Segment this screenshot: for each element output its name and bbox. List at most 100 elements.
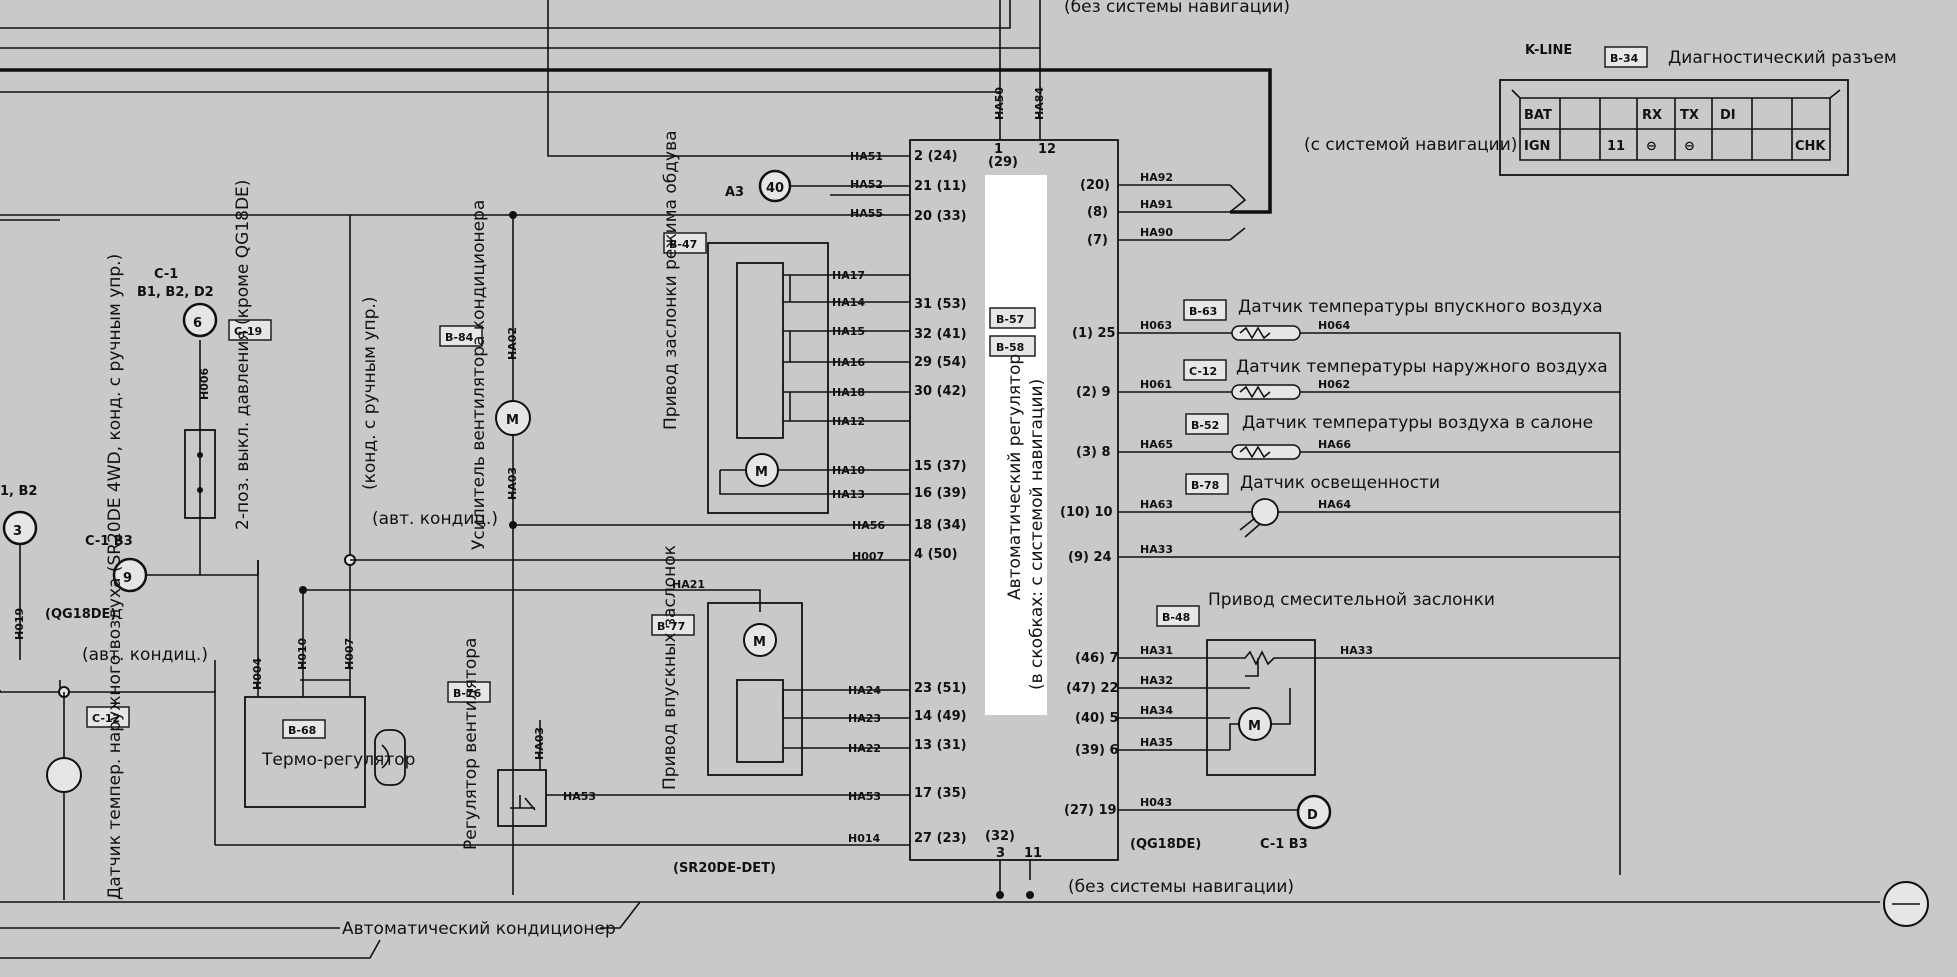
svg-text:HA13: HA13 <box>832 488 865 501</box>
svg-text:HA84: HA84 <box>1033 87 1046 120</box>
blower-amp: M B-84 Усилитель вентилятора кондиционер… <box>439 200 910 895</box>
svg-text:HA16: HA16 <box>832 356 865 369</box>
svg-text:HA33: HA33 <box>1140 543 1173 556</box>
svg-text:HA23: HA23 <box>848 712 881 725</box>
svg-text:15 (37): 15 (37) <box>914 459 967 474</box>
svg-text:23 (51): 23 (51) <box>914 681 967 696</box>
svg-text:B1, B2, D2: B1, B2, D2 <box>137 285 214 300</box>
svg-text:(7): (7) <box>1087 233 1108 248</box>
svg-text:B-77: B-77 <box>657 620 685 633</box>
svg-text:H043: H043 <box>1140 796 1172 809</box>
svg-text:C-19: C-19 <box>234 325 262 338</box>
svg-text:H062: H062 <box>1318 378 1350 391</box>
svg-text:20 (33): 20 (33) <box>914 209 967 224</box>
mix-actuator-name: Привод смесительной заслонки <box>1208 590 1495 610</box>
svg-text:29 (54): 29 (54) <box>914 355 967 370</box>
svg-text:Регулятор вентилятора: Регулятор вентилятора <box>461 638 481 850</box>
svg-text:H007: H007 <box>343 638 356 670</box>
svg-text:H007: H007 <box>852 550 884 563</box>
svg-text:32 (41): 32 (41) <box>914 327 967 342</box>
svg-text:HA53: HA53 <box>848 790 881 803</box>
left-pins: 2 (24) 21 (11) 20 (33) 31 (53) 32 (41) 2… <box>850 149 967 846</box>
mode-actuator: M B-47 Привод заслонки режима обдува HA1… <box>661 130 910 514</box>
svg-text:(32): (32) <box>985 829 1015 844</box>
svg-text:HA12: HA12 <box>832 415 865 428</box>
svg-text:C-12: C-12 <box>92 712 120 725</box>
svg-text:(без системы навигации): (без системы навигации) <box>1068 877 1294 897</box>
svg-text:1: 1 <box>994 142 1003 157</box>
right-sensors: (1) 25 (2) 9 (3) 8 (10) 10 (9) 24 H063 H… <box>1060 297 1621 875</box>
controller-box <box>909 139 1119 861</box>
svg-text:RX: RX <box>1642 108 1662 123</box>
connector-40: 40 A3 <box>725 169 910 203</box>
svg-text:HA64: HA64 <box>1318 498 1351 511</box>
h014-line: H014 (SR20DE-DET) <box>214 690 910 876</box>
svg-text:12: 12 <box>1038 142 1056 157</box>
controller-ref-2 <box>989 335 1036 357</box>
svg-text:M: M <box>506 413 519 428</box>
controller-title: Автоматический регулятор <box>1005 354 1025 600</box>
svg-text:2 (24): 2 (24) <box>914 149 958 164</box>
ha21-line: HA21 <box>299 578 761 680</box>
svg-text:C-1 B3: C-1 B3 <box>85 534 133 549</box>
svg-text:H019: H019 <box>13 608 26 640</box>
svg-text:HA65: HA65 <box>1140 438 1173 451</box>
svg-text:17 (35): 17 (35) <box>914 786 967 801</box>
svg-text:HA90: HA90 <box>1140 226 1173 239</box>
svg-text:(8): (8) <box>1087 205 1108 220</box>
svg-text:(QG18DE): (QG18DE) <box>45 607 116 622</box>
svg-text:A3: A3 <box>725 185 744 200</box>
intake-actuator: M B-77 Привод впускных заслонок HA24 HA2… <box>651 545 910 790</box>
svg-text:(авт. кондиц.): (авт. кондиц.) <box>82 645 208 665</box>
svg-text:11: 11 <box>1607 139 1625 154</box>
svg-text:HA53: HA53 <box>563 790 596 803</box>
svg-text:(46) 7: (46) 7 <box>1075 651 1119 666</box>
svg-text:Датчик освещенности: Датчик освещенности <box>1240 473 1440 493</box>
svg-text:CHK: CHK <box>1795 139 1826 154</box>
svg-text:6: 6 <box>193 316 202 331</box>
connector-d: D (27) 19 H043 (QG18DE) C-1 B3 <box>1064 794 1332 852</box>
thermo-regulator: B-68 Термо-регулятор H004 H010 H007 <box>244 560 415 808</box>
svg-text:HA14: HA14 <box>832 296 865 309</box>
svg-text:HA17: HA17 <box>832 269 865 282</box>
svg-text:B-84: B-84 <box>445 331 474 344</box>
svg-text:30 (42): 30 (42) <box>914 384 967 399</box>
svg-text:HA51: HA51 <box>850 150 883 163</box>
thermo-name: Термо-регулятор <box>261 750 415 770</box>
ground-bus: Автоматический кондиционер <box>0 881 1929 959</box>
svg-text:27 (23): 27 (23) <box>914 831 967 846</box>
svg-text:B-47: B-47 <box>669 238 697 251</box>
svg-text:21 (11): 21 (11) <box>914 179 967 194</box>
svg-text:HA66: HA66 <box>1318 438 1351 451</box>
svg-text:B-68: B-68 <box>288 724 316 737</box>
svg-text:IGN: IGN <box>1524 139 1550 154</box>
svg-text:B-34: B-34 <box>1610 52 1639 65</box>
svg-text:B-57: B-57 <box>996 313 1024 326</box>
svg-text:(QG18DE): (QG18DE) <box>1130 837 1201 852</box>
svg-text:H064: H064 <box>1318 319 1351 332</box>
svg-text:HA33: HA33 <box>1340 644 1373 657</box>
controller-label-mask <box>985 175 1047 715</box>
svg-text:HA03: HA03 <box>533 727 546 760</box>
svg-text:(20): (20) <box>1080 178 1110 193</box>
svg-text:HA35: HA35 <box>1140 736 1173 749</box>
svg-text:C-1 B3: C-1 B3 <box>1260 837 1308 852</box>
svg-text:HA55: HA55 <box>850 207 883 220</box>
pressure-switch: 6 C-1 B1, B2, D2 C-19 H006 2-поз. выкл. … <box>45 180 272 622</box>
auto-controller: B-57 B-58 Автоматический регулятор (в ск… <box>909 139 1119 861</box>
svg-text:Привод впускных заслонок: Привод впускных заслонок <box>660 545 680 790</box>
svg-text:(9) 24: (9) 24 <box>1068 550 1112 565</box>
svg-text:HA24: HA24 <box>848 684 881 697</box>
top-bus <box>0 0 1272 221</box>
svg-text:H010: H010 <box>296 637 309 670</box>
svg-text:H004: H004 <box>251 657 264 690</box>
svg-text:Привод заслонки режима обдува: Привод заслонки режима обдува <box>661 130 681 430</box>
controller-subtitle: (в скобках: с системой навигации) <box>1027 379 1047 690</box>
svg-text:3: 3 <box>13 524 22 539</box>
svg-text:B-58: B-58 <box>996 341 1024 354</box>
svg-text:HA15: HA15 <box>832 325 865 338</box>
svg-text:Датчик темпер. наружного возду: Датчик темпер. наружного воздуха (SR20DE… <box>105 254 125 900</box>
svg-text:Датчик температуры воздуха в с: Датчик температуры воздуха в салоне <box>1242 413 1593 433</box>
